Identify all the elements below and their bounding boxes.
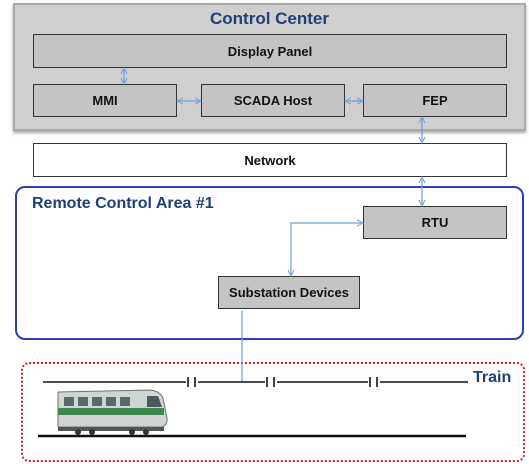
fep-label: FEP bbox=[422, 93, 448, 108]
train-icon bbox=[57, 389, 168, 435]
fep-box[interactable]: FEP bbox=[363, 84, 507, 117]
train-area bbox=[21, 362, 525, 462]
rtu-box[interactable]: RTU bbox=[363, 206, 507, 239]
catenary-line bbox=[43, 377, 468, 387]
remote-control-area-title: Remote Control Area #1 bbox=[32, 195, 214, 212]
display-panel-box[interactable]: Display Panel bbox=[33, 34, 507, 68]
substation-devices-box[interactable]: Substation Devices bbox=[218, 276, 360, 309]
substation-devices-label: Substation Devices bbox=[229, 285, 349, 300]
network-box[interactable]: Network bbox=[33, 143, 507, 177]
network-label: Network bbox=[244, 152, 296, 168]
control-center-title: Control Center bbox=[210, 9, 329, 28]
train-label: Train bbox=[473, 369, 512, 386]
mmi-box[interactable]: MMI bbox=[33, 84, 177, 117]
remote-control-area bbox=[15, 186, 524, 340]
link-rtu-substation bbox=[291, 223, 361, 274]
rtu-label: RTU bbox=[421, 215, 449, 230]
scada-host-box[interactable]: SCADA Host bbox=[201, 84, 345, 117]
mmi-label: MMI bbox=[92, 93, 118, 108]
display-panel-label: Display Panel bbox=[227, 43, 313, 59]
scada-host-label: SCADA Host bbox=[233, 93, 313, 108]
